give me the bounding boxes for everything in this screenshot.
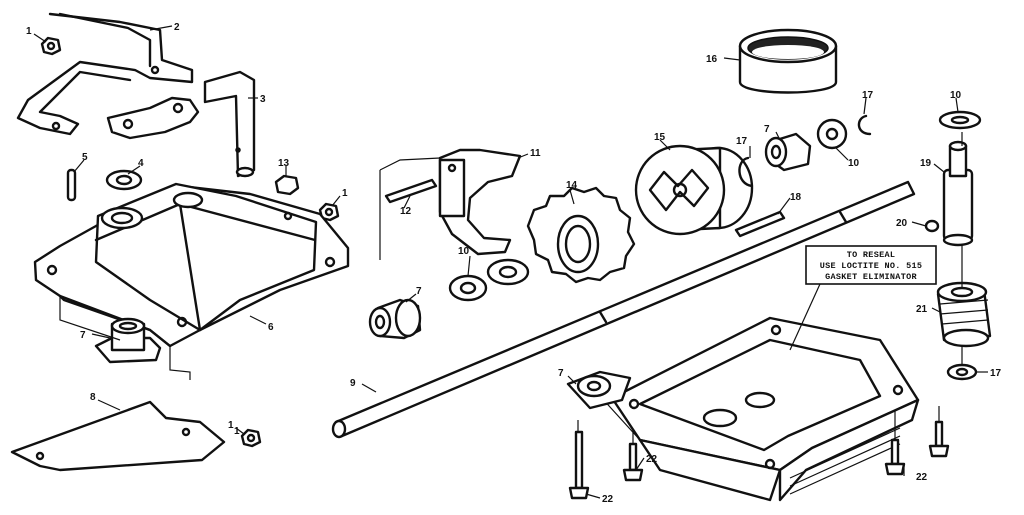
note-line-3: GASKET ELIMINATOR xyxy=(825,272,917,282)
part-washer-bottom-right xyxy=(946,363,978,381)
part-washer-top-right xyxy=(938,110,982,130)
callout-22-b: 22 xyxy=(646,454,658,465)
callout-6: 6 xyxy=(268,322,274,333)
part-bushing-left xyxy=(94,317,162,364)
part-washer xyxy=(105,169,143,191)
part-bushing-lower xyxy=(566,370,632,410)
part-shifter-fork xyxy=(438,148,522,256)
callout-10-right: 10 xyxy=(848,158,860,169)
callout-1-bottom: 1 xyxy=(234,426,240,437)
callout-7-mid: 7 xyxy=(416,286,422,297)
part-nut-bottom-left xyxy=(240,428,262,448)
callout-7-lower: 7 xyxy=(558,368,564,379)
part-bracket-arm xyxy=(106,70,256,178)
note-line-2: USE LOCTITE NO. 515 xyxy=(820,261,923,271)
part-fork-pin xyxy=(384,178,438,204)
part-roll-pin xyxy=(924,219,940,233)
callout-1-lower: 1 xyxy=(228,420,234,431)
callout-12: 12 xyxy=(400,206,412,217)
callout-7-left: 7 xyxy=(80,330,86,341)
part-bracket xyxy=(16,12,194,136)
reseal-note: TO RESEAL USE LOCTITE NO. 515 GASKET ELI… xyxy=(789,245,937,351)
part-bushing-mid xyxy=(368,298,422,340)
part-bolt-b xyxy=(622,442,644,482)
callout-18: 18 xyxy=(790,192,802,203)
part-worm-gear xyxy=(936,281,992,348)
callout-4: 4 xyxy=(138,158,144,169)
callout-1: 1 xyxy=(26,26,32,37)
part-washer-right xyxy=(816,118,848,150)
callout-17-b: 17 xyxy=(862,90,874,101)
callout-labels: 1 2 1 3 5 4 13 1 7 6 8 1 12 11 14 10 7 1… xyxy=(26,22,1002,505)
part-bevel-gear xyxy=(526,186,636,284)
part-key xyxy=(734,210,786,238)
callout-15: 15 xyxy=(654,132,666,143)
callout-20: 20 xyxy=(896,218,908,229)
callout-17-c: 17 xyxy=(990,368,1002,379)
part-nut xyxy=(274,174,300,196)
part-pin xyxy=(66,168,77,202)
part-bolt-c xyxy=(884,438,906,476)
part-spacer xyxy=(738,28,838,94)
callout-10-mid: 10 xyxy=(458,246,470,257)
part-bolt-a xyxy=(568,430,590,500)
part-retaining-ring-a xyxy=(738,156,754,188)
callout-1-right: 1 xyxy=(342,188,348,199)
callout-22-c: 22 xyxy=(916,472,928,483)
part-nut-top-left xyxy=(40,36,62,56)
callout-19: 19 xyxy=(920,158,932,169)
part-gear-case-cover xyxy=(33,182,350,348)
callout-17-a: 17 xyxy=(736,136,748,147)
callout-2: 2 xyxy=(174,22,180,33)
callout-16: 16 xyxy=(706,54,718,65)
callout-5: 5 xyxy=(82,152,88,163)
part-retaining-ring-b xyxy=(857,114,872,136)
callout-11: 11 xyxy=(530,148,541,159)
callout-7-right: 7 xyxy=(764,124,770,135)
part-input-shaft xyxy=(942,140,974,247)
leader-lines xyxy=(33,25,988,499)
callout-10-top-right: 10 xyxy=(950,90,962,101)
part-washer-mid-a xyxy=(448,274,488,302)
callout-13: 13 xyxy=(278,158,290,169)
callout-8: 8 xyxy=(90,392,96,403)
callout-21: 21 xyxy=(916,304,928,315)
callout-3: 3 xyxy=(260,94,266,105)
part-gear-case-base xyxy=(610,316,920,502)
callout-14: 14 xyxy=(566,180,578,191)
part-washer-mid-b xyxy=(486,258,530,286)
callout-22-a: 22 xyxy=(602,494,614,505)
part-bushing-right xyxy=(764,132,812,172)
note-line-1: TO RESEAL xyxy=(847,250,896,260)
part-plate xyxy=(10,400,226,472)
part-axle xyxy=(331,180,916,439)
part-clutch-collar xyxy=(634,144,754,236)
callout-9: 9 xyxy=(350,378,356,389)
part-bolt-d xyxy=(928,420,950,458)
